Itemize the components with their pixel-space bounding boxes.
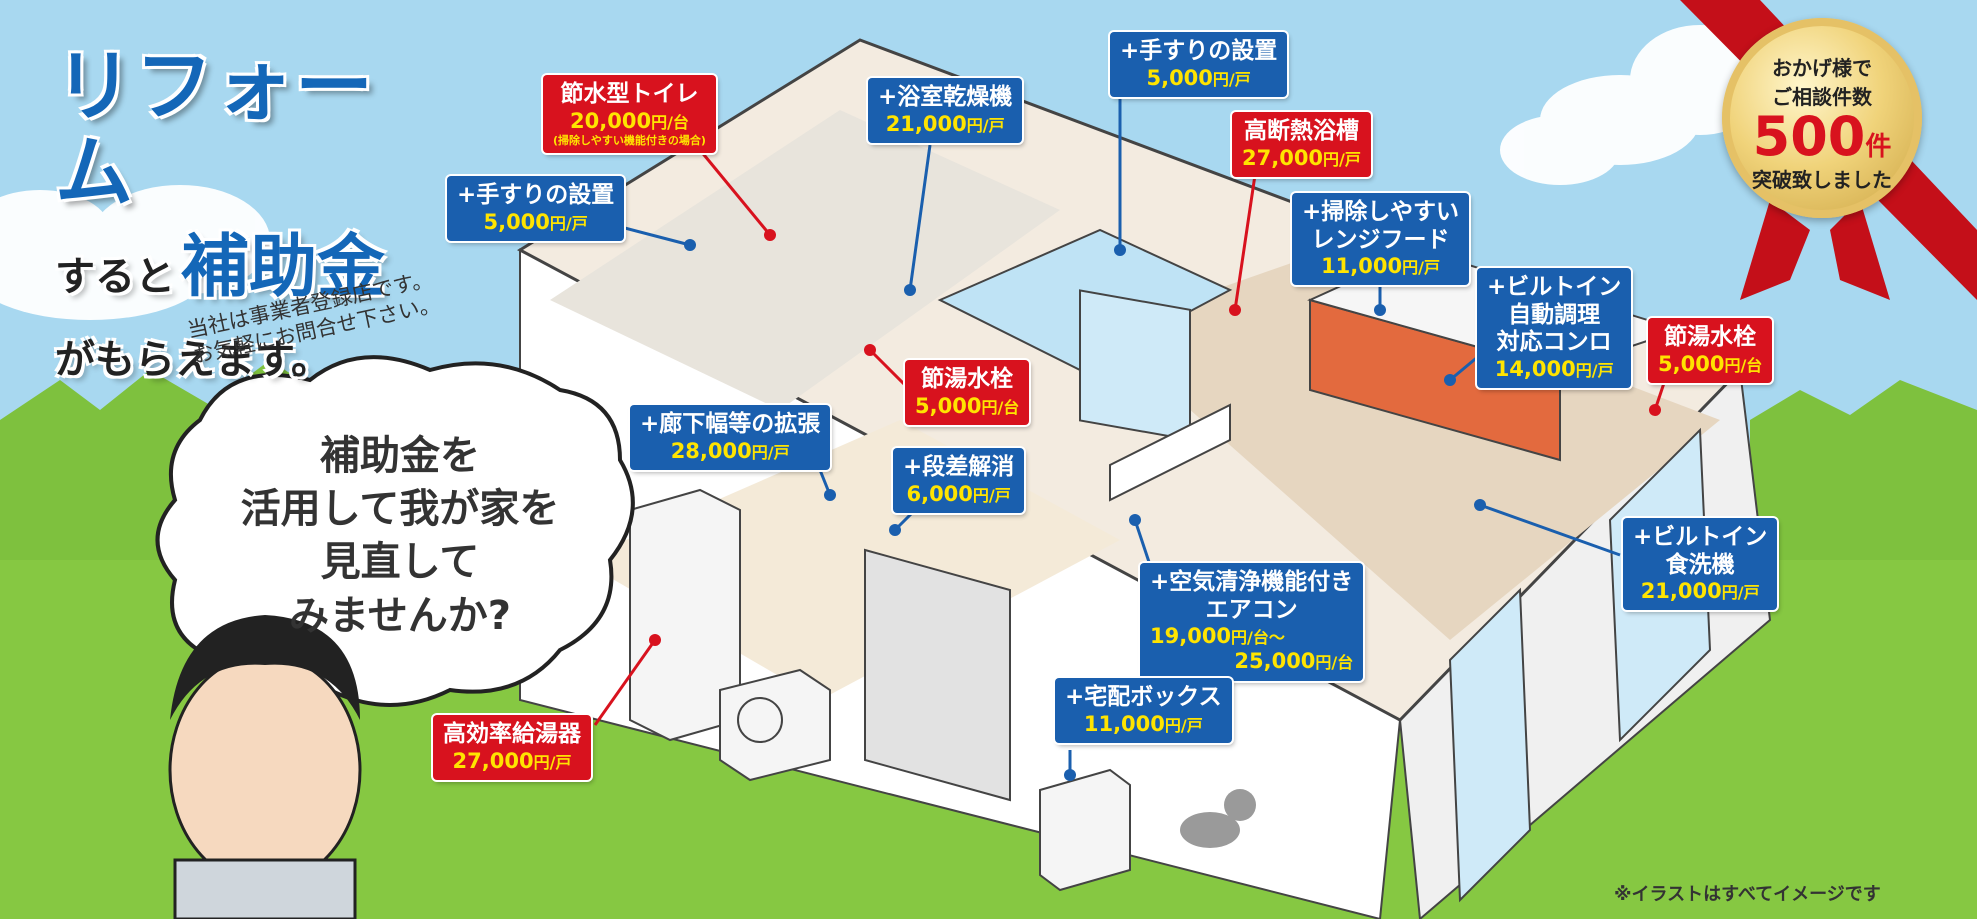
label-handrail-1: +手すりの設置 5,000円/戸 (447, 176, 625, 241)
bubble-line-3: 見直して (320, 539, 480, 586)
headline-reform: リフォーム (55, 42, 376, 218)
item-price: 21,000 (885, 111, 967, 136)
item-unit: 円/台 (1724, 355, 1763, 375)
item-name: +宅配ボックス (1065, 684, 1222, 710)
label-corridor: +廊下幅等の拡張 28,000円/戸 (630, 405, 831, 470)
bubble-line-4: みませんか? (288, 592, 511, 639)
label-faucet-kitchen: 節湯水栓 5,000円/台 (1648, 318, 1773, 383)
label-bathtub: 高断熱浴槽 27,000円/戸 (1232, 112, 1371, 177)
item-name: 高効率給湯器 (443, 721, 581, 747)
item-name: +空気清浄機能付き (1150, 569, 1354, 595)
label-aircon: +空気清浄機能付き エアコン 19,000円/台～ 25,000円/台 (1140, 563, 1364, 681)
item-name: 節湯水栓 (1664, 324, 1757, 350)
item-unit: 円/戸 (751, 442, 790, 462)
item-price: 27,000 (1242, 145, 1324, 170)
item-price-2: 25,000 (1234, 649, 1316, 674)
item-name: +手すりの設置 (1120, 38, 1278, 64)
headline-subsidy-line: すると補助金 (55, 227, 435, 307)
item-name-2: 自動調理 (1508, 301, 1601, 328)
item-price: 5,000 (915, 393, 982, 418)
badge-count-unit: 件 (1865, 132, 1892, 162)
item-price: 5,000 (1146, 65, 1213, 90)
headline-get: がもらえます。 (55, 337, 331, 384)
item-unit-2: 円/台 (1315, 653, 1354, 673)
cloud-left (0, 185, 270, 320)
item-unit: 円/戸 (533, 752, 572, 772)
speech-bubble-text: 補助金を 活用して我が家を 見直して みませんか? (220, 430, 580, 643)
item-name: +ビルトイン (1487, 274, 1622, 300)
label-stove: +ビルトイン 自動調理 対応コンロ 14,000円/戸 (1477, 268, 1632, 388)
label-faucet-bath: 節湯水栓 5,000円/台 (905, 360, 1030, 425)
item-name: +廊下幅等の拡張 (640, 411, 821, 437)
item-unit: 円/戸 (1575, 360, 1614, 380)
badge-count: 500件 (1722, 110, 1922, 164)
item-note: (掃除しやすい機能付きの場合) (553, 133, 706, 147)
item-unit: 円/戸 (1323, 149, 1361, 169)
badge-line-2: ご相談件数 (1772, 85, 1872, 109)
item-unit: 円/戸 (966, 115, 1005, 135)
illustration-footnote: ※イラストはすべてイメージです (1614, 884, 1881, 905)
headline-subsidy: 補助金 (181, 227, 386, 307)
item-name: 節水型トイレ (560, 81, 699, 107)
item-name-2: エアコン (1205, 596, 1298, 623)
item-name: +掃除しやすい (1302, 199, 1460, 225)
label-handrail-2: +手すりの設置 5,000円/戸 (1110, 32, 1288, 97)
item-unit: 円/台 (981, 397, 1020, 417)
label-range-hood: +掃除しやすい レンジフード 11,000円/戸 (1292, 193, 1470, 286)
headline: リフォーム すると補助金 がもらえます。 (55, 42, 435, 385)
bubble-line-1: 補助金を (320, 433, 480, 479)
item-price: 6,000 (906, 481, 973, 506)
item-unit: 円/台 (651, 112, 689, 132)
item-price: 11,000 (1083, 711, 1165, 736)
item-name-2: レンジフード (1311, 226, 1450, 253)
label-bath-dryer: +浴室乾燥機 21,000円/戸 (868, 78, 1023, 143)
item-price: 28,000 (670, 438, 752, 463)
badge-line-1: おかげ様で (1772, 56, 1872, 80)
item-unit: 円/戸 (1721, 583, 1760, 603)
item-unit: 円/戸 (1164, 715, 1203, 735)
item-price: 20,000 (570, 108, 652, 133)
item-price: 5,000 (1658, 351, 1725, 376)
consultation-badge: おかげ様で ご相談件数 500件 突破致しました (1722, 18, 1922, 218)
item-unit: 円/台～ (1231, 628, 1285, 648)
item-price: 19,000 (1150, 624, 1232, 649)
item-unit: 円/戸 (1402, 258, 1440, 278)
item-name: +ビルトイン (1633, 524, 1768, 550)
item-name: 高断熱浴槽 (1243, 118, 1359, 144)
item-price: 21,000 (1640, 579, 1722, 604)
label-step: +段差解消 6,000円/戸 (893, 448, 1025, 513)
label-water-heater: 高効率給湯器 27,000円/戸 (433, 715, 591, 780)
item-name: +浴室乾燥機 (878, 84, 1013, 110)
item-unit: 円/戸 (549, 213, 588, 233)
item-name: +手すりの設置 (457, 182, 615, 208)
item-name-2: 食洗機 (1665, 551, 1735, 578)
item-unit: 円/戸 (1212, 69, 1251, 89)
item-name: 節湯水栓 (921, 366, 1014, 392)
item-price: 27,000 (452, 748, 534, 773)
badge-count-number: 500 (1752, 105, 1866, 168)
headline-suruto: すると (55, 253, 175, 300)
bubble-line-2: 活用して我が家を (240, 486, 560, 533)
item-unit: 円/戸 (972, 485, 1011, 505)
label-dishwasher: +ビルトイン 食洗機 21,000円/戸 (1623, 518, 1778, 611)
badge-line-4: 突破致しました (1752, 168, 1892, 192)
item-name-3: 対応コンロ (1496, 329, 1612, 356)
item-price: 11,000 (1321, 254, 1403, 279)
item-price: 5,000 (483, 209, 550, 234)
label-toilet: 節水型トイレ 20,000円/台 (掃除しやすい機能付きの場合) (543, 75, 716, 153)
item-price: 14,000 (1494, 356, 1576, 381)
label-delivery-box: +宅配ボックス 11,000円/戸 (1055, 678, 1232, 743)
item-name: +段差解消 (903, 454, 1015, 480)
